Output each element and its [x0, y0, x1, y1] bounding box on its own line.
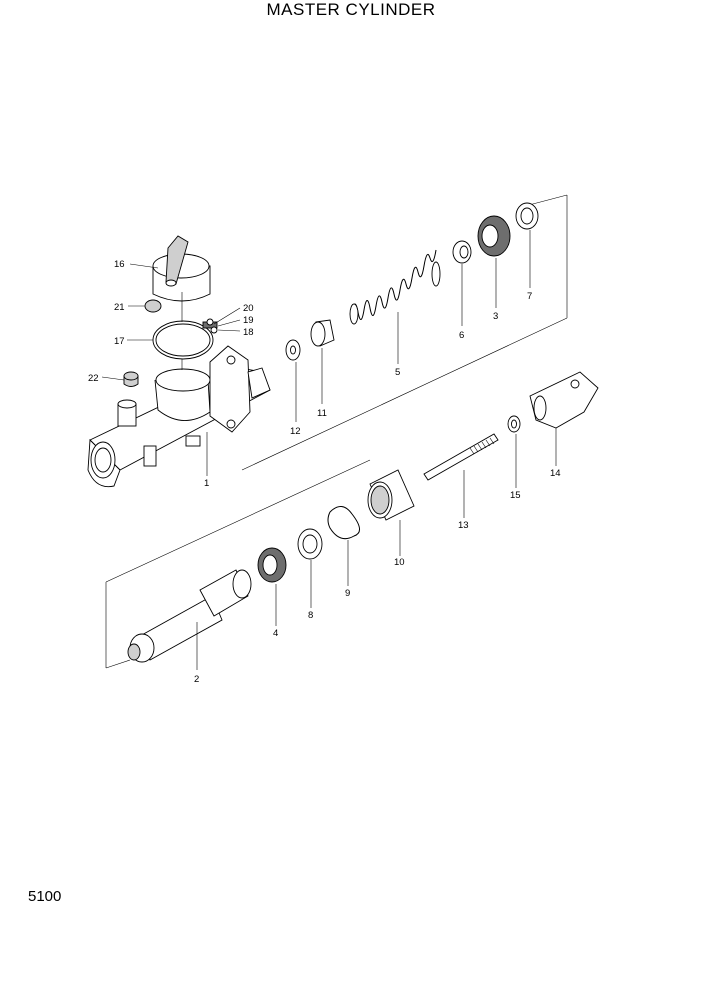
push-rod: [423, 433, 499, 481]
callout-7: 7: [527, 291, 532, 302]
callout-15: 15: [510, 490, 521, 501]
callout-9: 9: [345, 588, 350, 599]
bushing: [367, 469, 415, 521]
callout-1: 1: [204, 478, 209, 489]
callout-13: 13: [458, 520, 469, 531]
ring-6: [452, 240, 472, 264]
callout-5: 5: [395, 367, 400, 378]
cylinder-body: [87, 345, 271, 488]
callout-17: 17: [114, 336, 125, 347]
seal-3: [477, 215, 511, 257]
callout-10: 10: [394, 557, 405, 568]
spring: [349, 249, 441, 325]
callout-2: 2: [194, 674, 199, 685]
seal-4: [257, 547, 287, 583]
callout-3: 3: [493, 311, 498, 322]
nut-15: [507, 415, 521, 433]
washer-12: [285, 339, 301, 361]
assembly-frame: [105, 194, 568, 669]
washer-8: [297, 528, 323, 560]
callout-21: 21: [114, 302, 125, 313]
clamp-screw: [202, 318, 218, 334]
callout-16: 16: [114, 259, 125, 270]
callout-11: 11: [317, 408, 327, 419]
clevis: [529, 371, 599, 429]
page-title: MASTER CYLINDER: [266, 0, 436, 19]
washer-7: [515, 202, 539, 230]
callout-4: 4: [273, 628, 278, 639]
plug-22: [123, 371, 139, 387]
plug-21: [144, 299, 162, 313]
callout-20: 20: [243, 303, 254, 314]
page-number: 5100: [28, 888, 62, 905]
callout-19: 19: [243, 315, 254, 326]
callout-18: 18: [243, 327, 254, 338]
callout-14: 14: [550, 468, 561, 479]
callout-22: 22: [88, 373, 99, 384]
snap-ring: [327, 506, 360, 540]
callout-12: 12: [290, 426, 301, 437]
callout-8: 8: [308, 610, 313, 621]
reservoir-cap: [152, 235, 211, 302]
leader-lines: [101, 230, 557, 670]
cup-11: [310, 319, 335, 347]
piston: [127, 569, 252, 663]
callout-6: 6: [459, 330, 464, 341]
